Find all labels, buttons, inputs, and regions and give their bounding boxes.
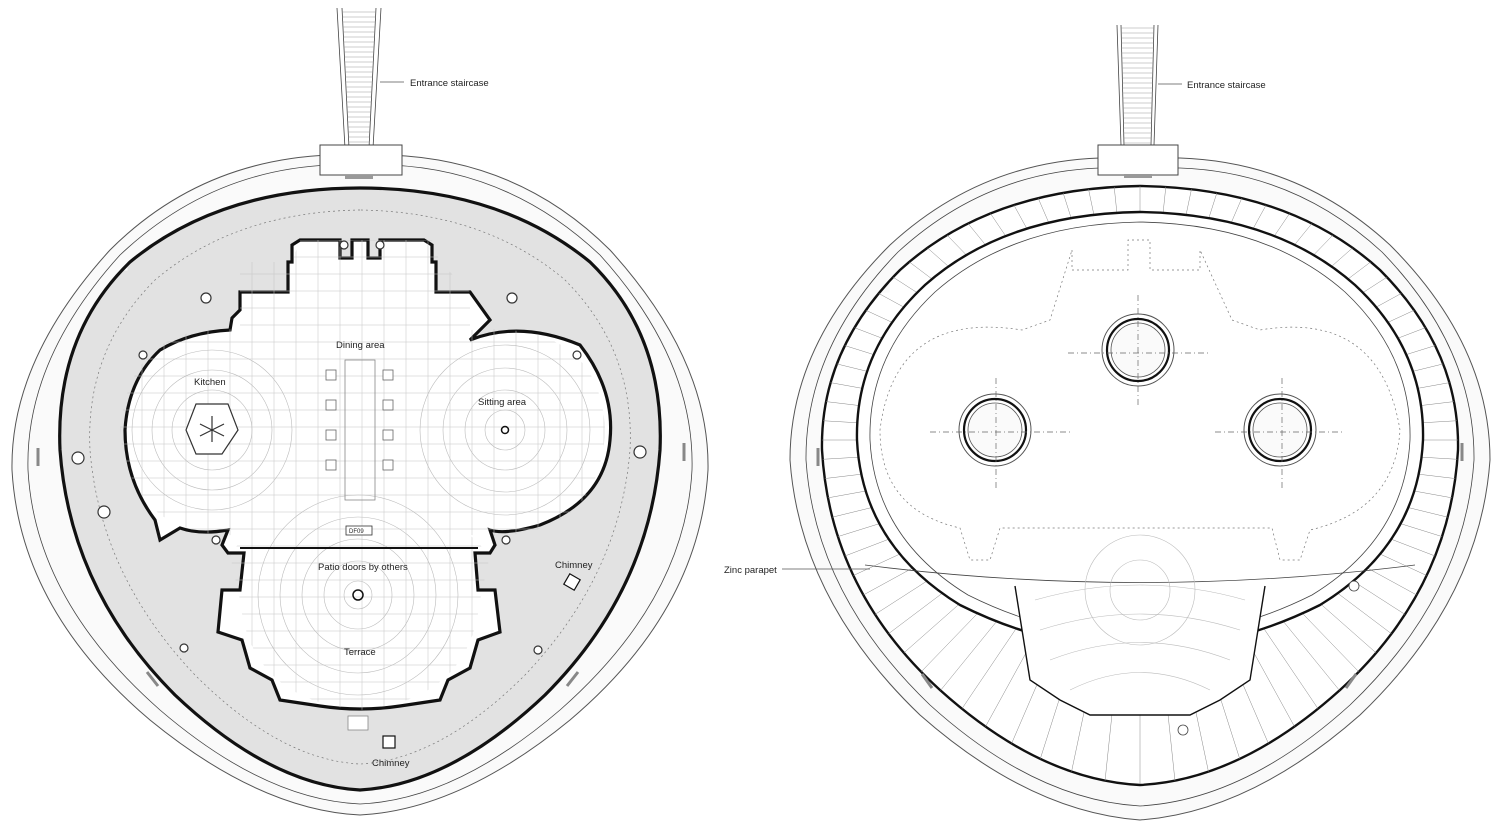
chimney-right-icon bbox=[562, 572, 582, 592]
right-entrance-label: Entrance staircase bbox=[1187, 80, 1266, 91]
right-entrance-stair bbox=[1116, 24, 1159, 146]
left-entrance-stair bbox=[336, 7, 382, 149]
right-skylights bbox=[930, 295, 1345, 488]
drawing-line bbox=[821, 333, 890, 378]
drawing-line bbox=[1395, 487, 1459, 521]
sitting-rings bbox=[419, 344, 591, 516]
drawing-line bbox=[1395, 359, 1459, 393]
right-roof-plan: Entrance staircase Zinc parapet bbox=[724, 24, 1491, 821]
drawing-line bbox=[821, 455, 878, 468]
left-columns bbox=[71, 240, 647, 655]
right-terrace bbox=[1014, 534, 1266, 716]
kitchen-island bbox=[185, 403, 239, 455]
chimney-right-label: Chimney bbox=[555, 560, 593, 571]
drawing-line bbox=[821, 487, 885, 521]
drawing-line bbox=[1399, 385, 1459, 409]
sitting-area-label: Sitting area bbox=[478, 397, 527, 408]
right-slot-marks bbox=[816, 443, 1464, 689]
door-tag: DF09 bbox=[349, 529, 364, 535]
left-floor-plan: DF09 Entrance staircase Dining area Kitc… bbox=[11, 7, 709, 816]
chimney-bottom-icon bbox=[382, 735, 396, 749]
terrace-label: Terrace bbox=[344, 647, 376, 658]
terrace-rings bbox=[257, 494, 459, 696]
drawing-line bbox=[821, 308, 898, 363]
drawing-line bbox=[821, 502, 890, 547]
zinc-parapet-label: Zinc parapet bbox=[724, 565, 777, 576]
drawing-line bbox=[1382, 308, 1459, 363]
dining-chairs bbox=[325, 369, 394, 471]
drawing-line bbox=[1382, 517, 1459, 572]
left-entrance-label: Entrance staircase bbox=[410, 78, 489, 89]
dining-area-label: Dining area bbox=[336, 340, 385, 351]
left-slot-marks bbox=[36, 443, 686, 687]
dining-table bbox=[344, 359, 376, 501]
drawing-line bbox=[821, 385, 881, 409]
drawing-line bbox=[1390, 333, 1459, 378]
right-dotted-footprint bbox=[879, 239, 1401, 561]
drawing-line bbox=[1399, 471, 1459, 495]
drawing-line bbox=[821, 412, 878, 425]
drawing-line bbox=[1402, 455, 1459, 468]
drawing-line bbox=[821, 517, 898, 572]
chimney-bottom-label: Chimney bbox=[372, 758, 410, 769]
kitchen-rings bbox=[131, 349, 293, 511]
kitchen-label: Kitchen bbox=[194, 377, 226, 388]
patio-doors-label: Patio doors by others bbox=[318, 562, 408, 573]
drawing-line bbox=[1390, 502, 1459, 547]
drawing-line bbox=[1402, 412, 1459, 425]
drawing-line bbox=[821, 359, 885, 393]
left-interior-walls bbox=[123, 238, 613, 711]
drawing-line bbox=[821, 471, 881, 495]
